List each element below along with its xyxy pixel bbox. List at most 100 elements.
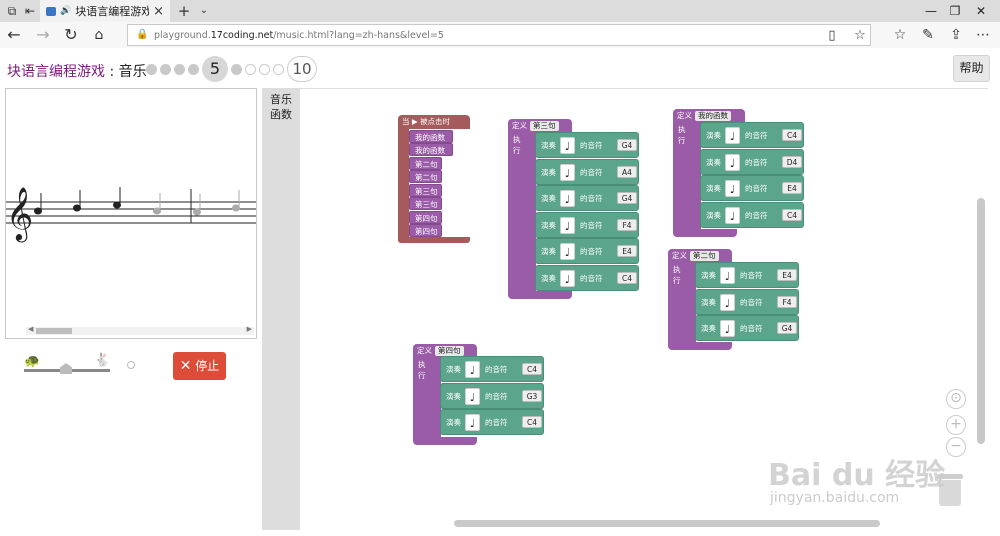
window-close-icon[interactable]: ✕ [975,4,987,18]
favorite-star-icon[interactable]: ☆ [854,27,866,43]
current-level-indicator[interactable]: 5 [202,56,228,82]
pitch-dropdown[interactable]: C4 [522,416,542,429]
speed-slider[interactable]: 🐢 🐇 [20,353,140,378]
call-third-line-block[interactable]: 第三句 [409,197,442,210]
pitch-dropdown[interactable]: C4 [522,363,542,375]
recenter-icon[interactable]: ⊙ [946,389,966,409]
pitch-dropdown[interactable]: G4 [617,192,637,205]
level-dot[interactable] [273,63,284,75]
browser-tab[interactable]: 🔊 块语言编程游戏：音 × [40,0,170,22]
pitch-dropdown[interactable]: A4 [617,165,637,178]
pitch-dropdown[interactable]: C4 [782,129,802,141]
quarter-note-icon[interactable]: ♩ [465,361,480,378]
minimize-icon[interactable]: — [925,4,937,18]
quarter-note-icon[interactable]: ♩ [720,320,735,338]
call-my-function-block[interactable]: 我的函数 [409,143,453,156]
close-tab-icon[interactable]: × [153,3,164,19]
pitch-dropdown[interactable]: G3 [522,389,542,402]
quarter-note-icon[interactable]: ♩ [720,293,735,311]
forward-icon[interactable]: → [36,25,50,44]
pitch-dropdown[interactable]: C4 [782,208,802,221]
quarter-note-icon[interactable]: ♩ [465,414,480,432]
staff-scroll-thumb[interactable] [36,328,72,334]
more-menu-icon[interactable]: ⋯ [976,27,990,43]
zoom-in-icon[interactable]: + [946,415,966,435]
reading-view-icon[interactable]: ▯ [828,27,836,43]
tab-preview-chevron-icon[interactable]: ⌄ [199,5,209,16]
level-dot[interactable] [146,63,157,75]
call-second-line-block[interactable]: 第二句 [409,170,442,183]
quarter-note-icon[interactable]: ♩ [560,190,575,208]
toolbox-category-music[interactable]: 音乐 [270,93,292,106]
call-second-line-block[interactable]: 第二句 [409,157,442,170]
zoom-out-icon[interactable]: − [946,437,966,457]
pitch-dropdown[interactable]: F4 [617,218,637,231]
call-third-line-block[interactable]: 第三句 [409,184,442,197]
level-dot[interactable] [174,63,185,75]
pitch-dropdown[interactable]: E4 [777,269,797,281]
pitch-dropdown[interactable]: D4 [782,155,802,168]
toolbox-category-functions[interactable]: 函数 [270,108,292,121]
refresh-icon[interactable]: ↻ [64,25,78,44]
set-aside-tabs-icon[interactable]: ⇤ [24,4,36,18]
help-button[interactable]: 帮助 [953,55,990,82]
call-my-function-block[interactable]: 我的函数 [409,130,453,143]
favorites-hub-icon[interactable]: ☆ [893,27,907,43]
pitch-dropdown[interactable]: G4 [617,139,637,151]
level-dot[interactable] [259,63,270,75]
quarter-note-icon[interactable]: ♩ [560,163,575,181]
quarter-note-icon[interactable]: ♩ [560,216,575,234]
quarter-note-icon[interactable]: ♩ [725,180,740,198]
quarter-note-icon[interactable]: ♩ [465,387,480,405]
quarter-note-icon[interactable]: ♩ [725,127,740,144]
audio-playing-icon[interactable]: 🔊 [60,6,72,16]
quarter-note-icon[interactable]: ♩ [560,137,575,154]
level-dot[interactable] [160,63,171,75]
pitch-dropdown[interactable]: C4 [617,272,637,284]
pitch-dropdown[interactable]: E4 [617,245,637,258]
staff-scrollbar[interactable]: ◀ ▶ [26,325,254,335]
web-note-icon[interactable]: ✎ [922,27,934,43]
quarter-note-icon[interactable]: ♩ [725,153,740,171]
share-icon[interactable]: ⇪ [950,27,962,43]
quarter-note-icon[interactable]: ♩ [560,270,575,287]
quarter-note-icon[interactable]: ♩ [720,267,735,284]
speed-knob[interactable] [60,363,72,374]
trash-can-icon[interactable] [937,474,963,506]
restore-icon[interactable]: ❐ [949,4,961,18]
pitch-dropdown[interactable]: G4 [777,322,797,335]
pitch-dropdown[interactable]: E4 [782,182,802,195]
new-tab-icon[interactable]: + [177,2,191,20]
workspace-horizontal-scrollbar[interactable] [454,520,880,527]
workspace-vertical-scrollbar[interactable] [977,198,985,444]
level-dot[interactable] [188,63,199,75]
url-text[interactable]: playground.17coding.net/music.html?lang=… [154,29,444,41]
call-fourth-line-block[interactable]: 第四句 [409,211,442,224]
call-fourth-line-block[interactable]: 第四句 [409,224,442,237]
last-level-indicator[interactable]: 10 [287,56,317,82]
level-dot[interactable] [231,63,242,75]
home-icon[interactable]: ⌂ [94,27,104,43]
level-dot[interactable] [245,63,256,75]
stop-button[interactable]: ✕ 停止 [173,352,226,380]
back-icon[interactable]: ← [7,25,21,44]
quarter-note-icon[interactable]: ♩ [725,206,740,224]
tab-list-icon[interactable]: ⧉ [7,4,17,18]
quarter-note-icon[interactable]: ♩ [560,243,575,261]
